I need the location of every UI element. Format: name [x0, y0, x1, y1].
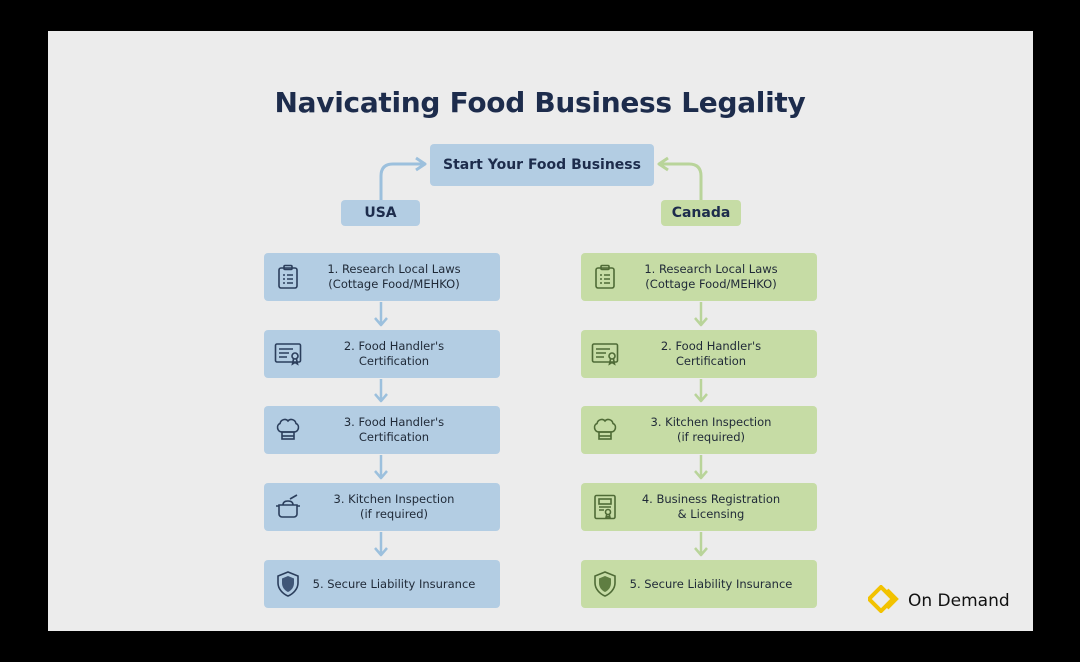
start-node: Start Your Food Business [430, 144, 654, 186]
canada-step-1: 1. Research Local Laws (Cottage Food/MEH… [581, 253, 817, 301]
canada-step-1-text: 1. Research Local Laws (Cottage Food/MEH… [644, 262, 778, 291]
usa-step-arrow [374, 455, 388, 480]
usa-step-arrow [374, 379, 388, 403]
canada-step-5: 5. Secure Liability Insurance [581, 560, 817, 608]
clipboard-icon [591, 263, 619, 291]
canada-to-start-arrow [660, 162, 703, 200]
license-document-icon [591, 493, 619, 521]
canada-label: Canada [661, 200, 741, 226]
canada-step-2-text: 2. Food Handler's Certification [660, 339, 762, 368]
usa-step-4: 3. Kitchen Inspection (if required) [264, 483, 500, 531]
certificate-icon [274, 340, 302, 368]
slide-background [48, 31, 1033, 631]
usa-step-3: 3. Food Handler's Certification [264, 406, 500, 454]
canada-step-3-text: 3. Kitchen Inspection (if required) [650, 415, 772, 444]
usa-step-2-text: 2. Food Handler's Certification [343, 339, 445, 368]
chef-hat-icon [274, 416, 302, 444]
canada-step-4-text: 4. Business Registration & Licensing [641, 492, 781, 521]
canada-step-3: 3. Kitchen Inspection (if required) [581, 406, 817, 454]
shield-icon [274, 570, 302, 598]
usa-step-5-text: 5. Secure Liability Insurance [312, 576, 476, 591]
chef-hat-icon [591, 416, 619, 444]
usa-step-arrow [374, 532, 388, 557]
brand-name: On Demand [908, 591, 1010, 611]
brand-watermark: On Demand [866, 584, 1010, 617]
canada-step-arrow [694, 455, 708, 480]
usa-step-4-text: 3. Kitchen Inspection (if required) [333, 492, 455, 521]
usa-step-2: 2. Food Handler's Certification [264, 330, 500, 378]
usa-step-1-text: 1. Research Local Laws (Cottage Food/MEH… [327, 262, 461, 291]
diagram-title: Navicating Food Business Legality [274, 86, 806, 119]
usa-to-start-arrow [379, 162, 424, 200]
canada-step-2: 2. Food Handler's Certification [581, 330, 817, 378]
canada-step-arrow [694, 302, 708, 327]
shield-icon [591, 570, 619, 598]
canada-step-4: 4. Business Registration & Licensing [581, 483, 817, 531]
usa-step-5: 5. Secure Liability Insurance [264, 560, 500, 608]
usa-step-arrow [374, 302, 388, 327]
brand-logo-icon [866, 584, 902, 617]
canada-step-5-text: 5. Secure Liability Insurance [629, 576, 793, 591]
usa-label: USA [341, 200, 420, 226]
clipboard-icon [274, 263, 302, 291]
usa-step-1: 1. Research Local Laws (Cottage Food/MEH… [264, 253, 500, 301]
canada-step-arrow [694, 532, 708, 557]
cooking-pot-icon [274, 493, 302, 521]
certificate-icon [591, 340, 619, 368]
usa-step-3-text: 3. Food Handler's Certification [343, 415, 445, 444]
canada-step-arrow [694, 379, 708, 403]
